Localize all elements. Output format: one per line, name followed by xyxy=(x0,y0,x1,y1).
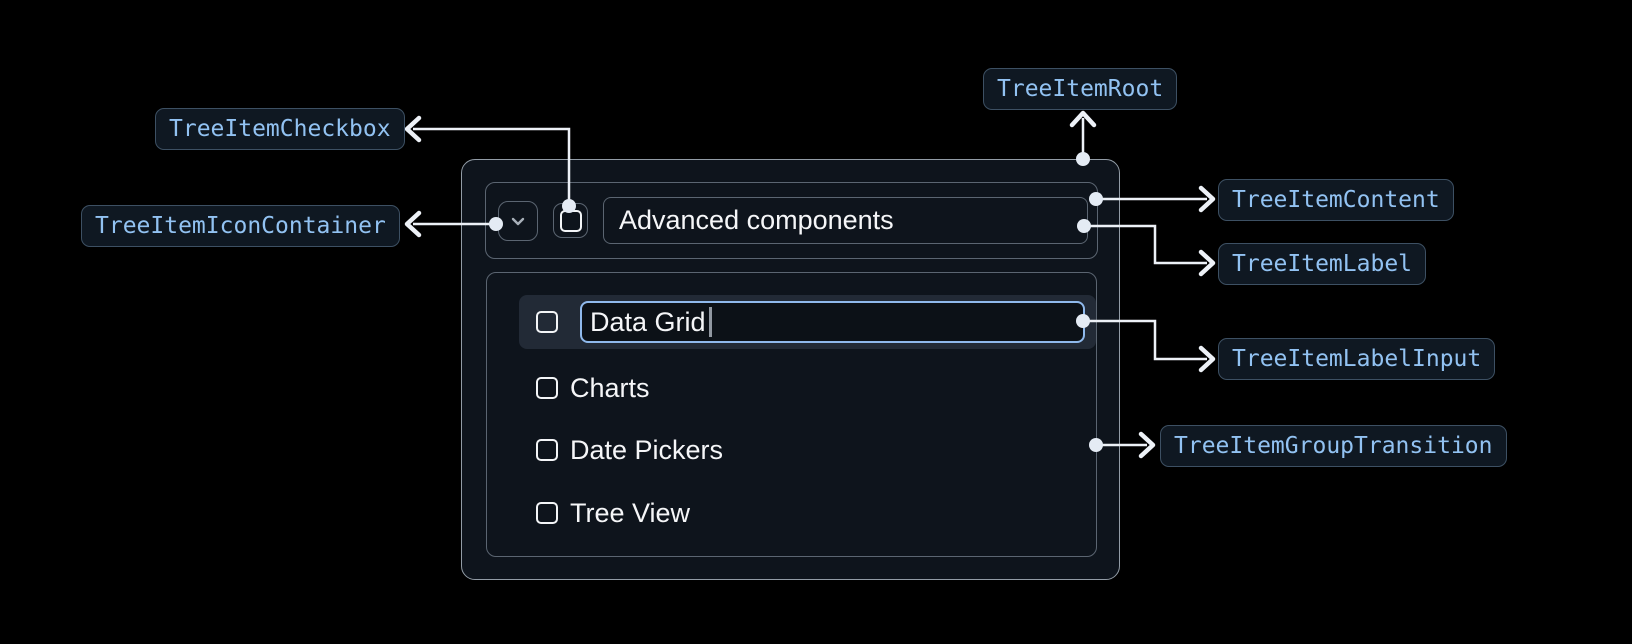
annotation-tree-item-icon-container: TreeItemIconContainer xyxy=(81,205,400,247)
chevron-down-icon xyxy=(511,217,525,225)
annotation-text: TreeItemCheckbox xyxy=(169,116,391,142)
tree-item-root: Advanced components Data Grid Charts Dat… xyxy=(461,159,1120,580)
checkbox-unchecked-icon[interactable] xyxy=(536,377,558,399)
checkbox-unchecked-icon[interactable] xyxy=(536,502,558,524)
annotation-tree-item-root: TreeItemRoot xyxy=(983,68,1178,110)
annotation-tree-item-label: TreeItemLabel xyxy=(1218,243,1427,285)
annotation-text: TreeItemRoot xyxy=(997,76,1164,102)
tree-item-group-transition: Data Grid Charts Date Pickers Tree View xyxy=(486,272,1097,557)
annotation-text: TreeItemContent xyxy=(1232,187,1440,213)
tree-item-label: Advanced components xyxy=(603,197,1088,244)
annotation-tree-item-label-input: TreeItemLabelInput xyxy=(1218,338,1496,380)
text-caret xyxy=(708,307,712,337)
tree-item-row-charts[interactable]: Charts xyxy=(519,361,1096,415)
item-label-text: Date Pickers xyxy=(570,434,724,465)
annotation-tree-item-group-transition: TreeItemGroupTransition xyxy=(1160,425,1507,467)
parent-label-text: Advanced components xyxy=(619,205,894,235)
annotation-tree-item-content: TreeItemContent xyxy=(1218,179,1454,221)
arrowhead-right-icon xyxy=(1198,345,1216,373)
tree-item-checkbox[interactable] xyxy=(553,203,588,238)
arrowhead-up-icon xyxy=(1069,110,1097,128)
annotation-text: TreeItemLabelInput xyxy=(1232,346,1482,372)
checkbox-unchecked-icon[interactable] xyxy=(536,439,558,461)
arrowhead-left-icon xyxy=(404,115,422,143)
tree-item-content[interactable]: Advanced components xyxy=(485,182,1098,259)
arrowhead-right-icon xyxy=(1198,249,1216,277)
item-label-text: Charts xyxy=(570,372,650,403)
annotation-text: TreeItemLabel xyxy=(1232,251,1413,277)
tree-item-row-tree-view[interactable]: Tree View xyxy=(519,486,1096,540)
arrowhead-right-icon xyxy=(1198,185,1216,213)
annotation-tree-item-checkbox: TreeItemCheckbox xyxy=(155,108,405,150)
tree-item-row-date-pickers[interactable]: Date Pickers xyxy=(519,423,1096,477)
tree-item-row-data-grid[interactable]: Data Grid xyxy=(519,295,1096,349)
annotation-text: TreeItemGroupTransition xyxy=(1174,433,1493,459)
checkbox-unchecked-icon xyxy=(559,209,582,232)
label-input-value: Data Grid xyxy=(590,306,706,337)
annotation-text: TreeItemIconContainer xyxy=(95,213,386,239)
tree-item-icon-container[interactable] xyxy=(498,200,538,241)
arrowhead-left-icon xyxy=(404,210,422,238)
checkbox-unchecked-icon[interactable] xyxy=(536,311,558,333)
arrowhead-right-icon xyxy=(1138,431,1156,459)
tree-item-label-input[interactable]: Data Grid xyxy=(580,301,1085,343)
item-label-text: Tree View xyxy=(570,497,691,528)
